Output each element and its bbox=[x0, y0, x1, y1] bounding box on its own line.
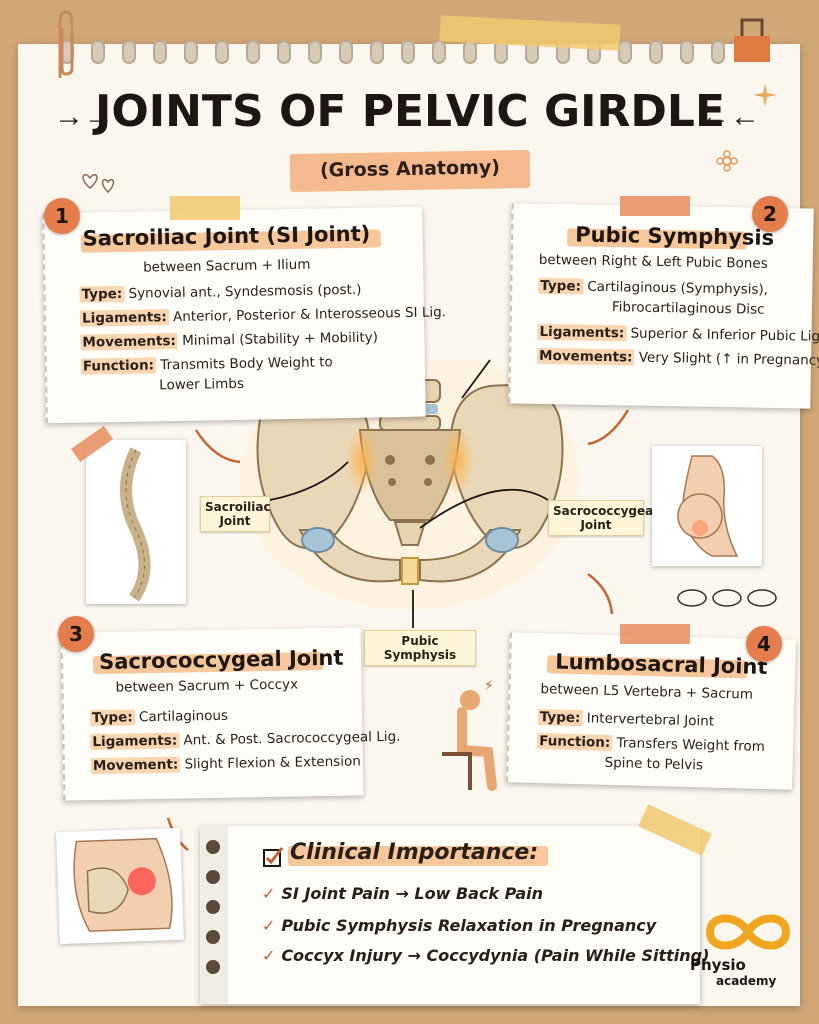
card3-between: between Sacrum + Coccyx bbox=[115, 676, 299, 696]
card2-title: Pubic Symphysis bbox=[575, 222, 775, 250]
clinical-item: ✓SI Joint Pain → Low Back Pain bbox=[262, 884, 544, 903]
card1-type: Type: Synovial ant., Syndesmosis (post.) bbox=[79, 281, 362, 303]
card4-type: Type: Intervertebral Joint bbox=[537, 709, 715, 730]
card1-movements: Movements: Minimal (Stability + Mobility… bbox=[80, 329, 379, 351]
card3-ligaments: Ligaments: Ant. & Post. Sacrococcygeal L… bbox=[90, 728, 401, 751]
ring-icon bbox=[206, 840, 220, 854]
pregnancy-image bbox=[652, 446, 762, 566]
flower-icon bbox=[716, 150, 738, 172]
card1-title: Sacroiliac Joint (SI Joint) bbox=[82, 221, 371, 251]
spine-icon bbox=[120, 447, 151, 602]
card1-number: 1 bbox=[44, 198, 80, 234]
card1-function: Function: Transmits Body Weight to bbox=[80, 354, 333, 375]
card3-type: Type: Cartilaginous bbox=[89, 707, 229, 727]
right-arrows-icon: ←← bbox=[700, 100, 760, 133]
card4-between: between L5 Vertebra + Sacrum bbox=[540, 681, 754, 703]
card2-type-cont: Fibrocartilaginous Disc bbox=[611, 299, 765, 318]
notebook-hole bbox=[711, 40, 725, 64]
notebook-hole bbox=[246, 40, 260, 64]
paperclip-icon bbox=[58, 10, 74, 78]
card-sacroiliac: Sacroiliac Joint (SI Joint) between Sacr… bbox=[42, 206, 446, 424]
infinity-logo-icon bbox=[705, 914, 791, 950]
notebook-hole bbox=[184, 40, 198, 64]
clinical-item: ✓Coccyx Injury → Coccydynia (Pain While … bbox=[262, 946, 710, 965]
notebook-hole bbox=[401, 40, 415, 64]
hip-pain-icon bbox=[73, 837, 173, 932]
card2-movements: Movements: Very Slight (↑ in Pregnancy) bbox=[536, 347, 819, 369]
card2-type: Type: Cartilaginous (Symphysis), bbox=[538, 277, 769, 298]
notebook-hole bbox=[339, 40, 353, 64]
card4-function: Function: Transfers Weight from bbox=[536, 733, 766, 755]
ring-icon bbox=[206, 900, 220, 914]
label-sacroiliac: Sacroiliac Joint bbox=[200, 496, 271, 532]
page-title: JOINTS OF PELVIC GIRDLE bbox=[94, 86, 726, 137]
card-sacrococcygeal: Sacrococcygeal Joint between Sacrum + Co… bbox=[60, 627, 401, 801]
clinical-item: ✓Pubic Symphysis Relaxation in Pregnancy bbox=[262, 916, 657, 935]
sparkle-icon bbox=[753, 83, 777, 107]
ring-icon bbox=[206, 960, 220, 974]
vertebrae-icon bbox=[677, 589, 777, 607]
pregnant-woman-icon bbox=[677, 455, 739, 557]
notebook-hole bbox=[153, 40, 167, 64]
left-arrows-icon: →→ bbox=[54, 100, 114, 133]
notebook-hole bbox=[618, 40, 632, 64]
logo-sub: academy bbox=[716, 974, 777, 988]
logo-name: Physio bbox=[690, 956, 746, 974]
spine-image bbox=[86, 440, 186, 604]
notebook-hole bbox=[649, 40, 663, 64]
notebook-hole bbox=[432, 40, 446, 64]
card4-title: Lumbosacral Joint bbox=[554, 649, 768, 680]
card1-ligaments: Ligaments: Anterior, Posterior & Interos… bbox=[79, 304, 447, 327]
notebook-hole bbox=[370, 40, 384, 64]
card4-tape bbox=[620, 624, 690, 644]
card4-number: 4 bbox=[746, 626, 782, 662]
ring-icon bbox=[206, 870, 220, 884]
svg-text:⚡: ⚡ bbox=[484, 680, 494, 694]
card3-movement: Movement: Slight Flexion & Extension bbox=[90, 753, 361, 775]
notebook-hole bbox=[122, 40, 136, 64]
pelvis-illustration bbox=[240, 360, 580, 610]
card1-between: between Sacrum + Ilium bbox=[143, 256, 311, 276]
sitting-person-icon: ⚡ bbox=[442, 680, 497, 791]
heart-icon bbox=[82, 174, 115, 194]
card4-function-cont: Spine to Pelvis bbox=[604, 754, 704, 774]
label-sacrococcygeal: Sacrococcygeal Joint bbox=[548, 500, 657, 536]
card2-number: 2 bbox=[752, 196, 788, 232]
card2-between: between Right & Left Pubic Bones bbox=[538, 251, 768, 272]
notebook-hole bbox=[277, 40, 291, 64]
card1-tape bbox=[170, 196, 240, 220]
binder-clip-icon bbox=[734, 18, 770, 62]
label-pubic-symphysis: Pubic Symphysis bbox=[364, 630, 476, 666]
card2-ligaments: Ligaments: Superior & Inferior Pubic Lig… bbox=[537, 323, 819, 345]
notebook-hole bbox=[308, 40, 322, 64]
hip-pain-image bbox=[56, 827, 184, 945]
card3-number: 3 bbox=[58, 616, 94, 652]
notebook-hole bbox=[680, 40, 694, 64]
clinical-importance-card: Clinical Importance: ✓SI Joint Pain → Lo… bbox=[200, 826, 709, 1004]
notebook-hole bbox=[215, 40, 229, 64]
card2-tape bbox=[620, 196, 690, 216]
notebook-hole bbox=[91, 40, 105, 64]
card1-function-cont: Lower Limbs bbox=[159, 375, 245, 394]
checkbox-icon bbox=[263, 847, 284, 867]
ring-icon bbox=[206, 930, 220, 944]
clinical-title: Clinical Importance: bbox=[290, 840, 539, 865]
card3-title: Sacrococcygeal Joint bbox=[98, 645, 344, 674]
card-pubic-symphysis: Pubic Symphysis between Right & Left Pub… bbox=[508, 203, 819, 409]
